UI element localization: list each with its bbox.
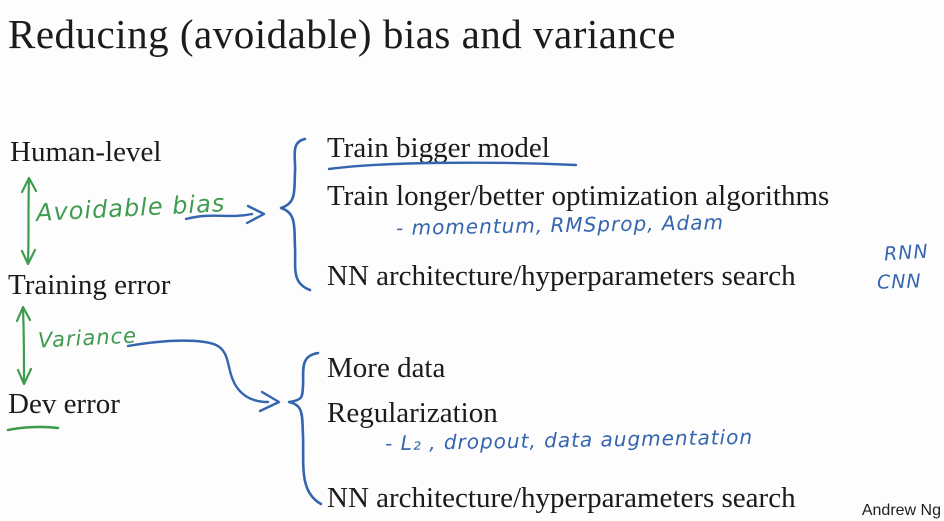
slide-title: Reducing (avoidable) bias and variance bbox=[8, 11, 676, 57]
bias-remedy-nn-architecture: NN architecture/hyperparameters search bbox=[327, 260, 796, 292]
variance-pointer-arrow-icon bbox=[126, 339, 281, 413]
dev-error-underline bbox=[6, 425, 60, 432]
variance-note: Variance bbox=[37, 323, 138, 353]
rnn-side-note: RNN bbox=[883, 240, 930, 266]
cnn-side-note: CNN bbox=[876, 270, 923, 294]
optimizers-handwritten-note: - momentum, RMSprop, Adam bbox=[395, 210, 725, 240]
author-credit: Andrew Ng bbox=[861, 502, 941, 519]
variance-remedy-nn-architecture: NN architecture/hyperparameters search bbox=[327, 482, 796, 514]
variance-remedy-more-data: More data bbox=[327, 352, 446, 384]
variance-remedy-regularization: Regularization bbox=[327, 397, 498, 429]
human-level-label: Human-level bbox=[10, 136, 162, 168]
variance-double-arrow-icon bbox=[15, 305, 33, 386]
bias-remedy-train-bigger-model: Train bigger model bbox=[327, 132, 550, 164]
training-error-label: Training error bbox=[8, 269, 171, 301]
bias-remedy-train-longer: Train longer/better optimization algorit… bbox=[327, 180, 830, 212]
regularization-handwritten-note: - L₂ , dropout, data augmentation bbox=[384, 424, 754, 456]
avoidable-bias-double-arrow-icon bbox=[20, 176, 38, 266]
variance-group-brace-icon bbox=[287, 351, 323, 506]
avoidable-bias-note: Avoidable bias bbox=[35, 189, 226, 227]
bias-group-brace-icon bbox=[279, 137, 312, 292]
dev-error-label: Dev error bbox=[8, 388, 120, 420]
